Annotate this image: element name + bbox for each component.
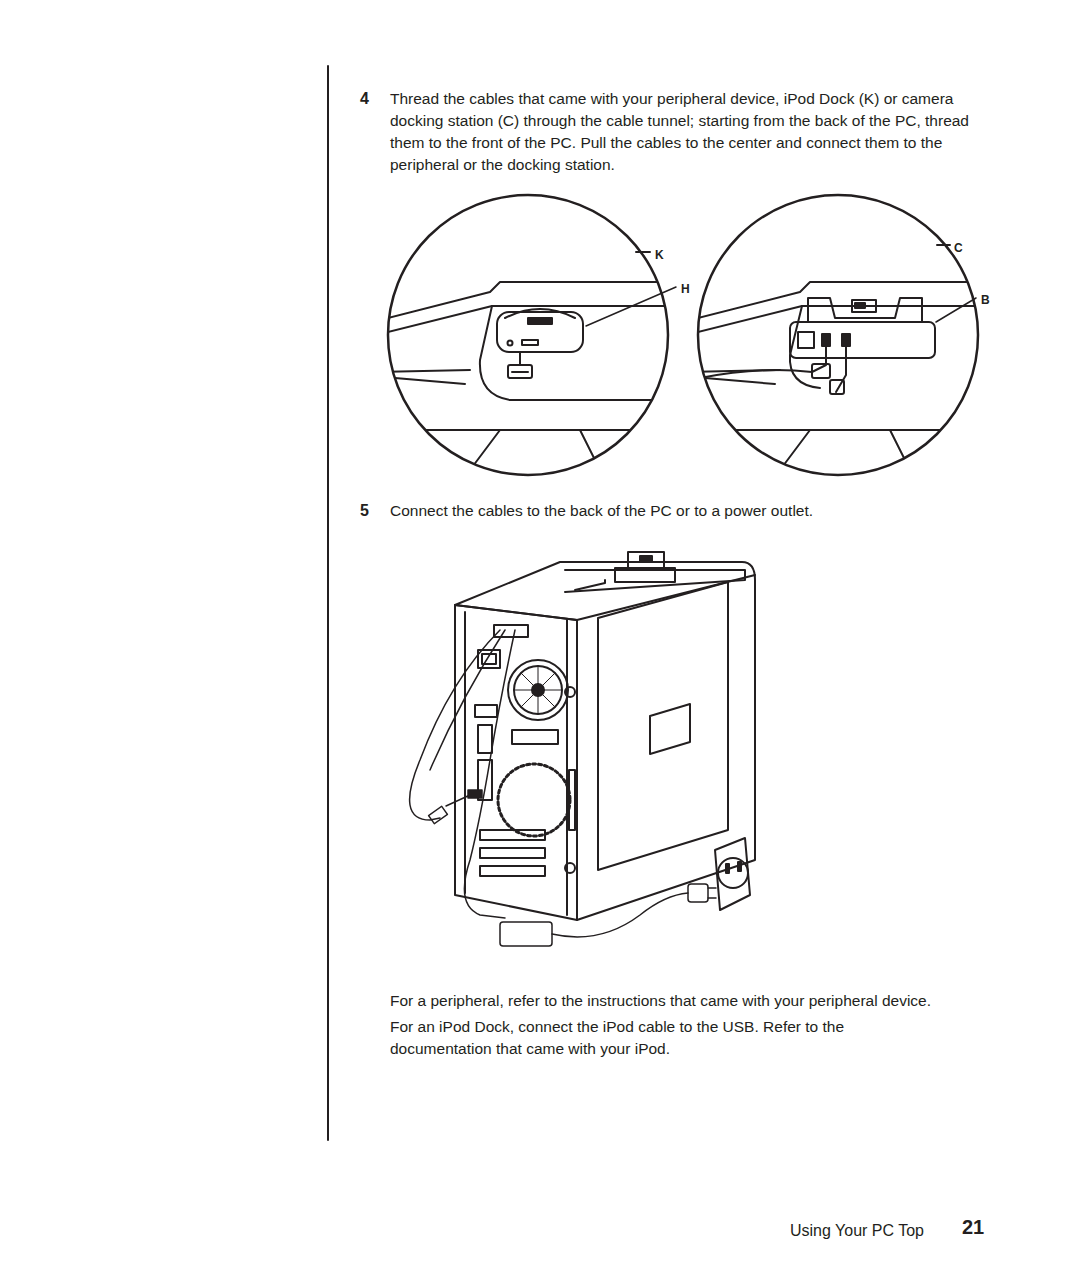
step-number: 5 [360,500,369,522]
ipod-dock-detail [380,282,700,470]
instruction-text: Thread the cables that came with your pe… [390,88,990,176]
instruction-text: Connect the cables to the back of the PC… [390,500,990,522]
callout-letter: H [681,278,690,300]
leader-line [586,287,676,326]
step-number: 4 [360,88,369,110]
leader-line [636,251,650,253]
page-number: 21 [962,1216,984,1238]
pc-tower [455,552,755,920]
leader-line [937,244,950,246]
callout-letter: K [655,244,664,266]
callout-letter: C [954,237,963,259]
power-outlet [715,838,750,910]
body-text: For a peripheral, refer to the instructi… [390,990,1030,1012]
cable [410,630,716,946]
leader-line [936,298,976,322]
callout-letter: B [981,289,990,311]
camera-dock-detail [690,282,1000,470]
margin-rule [327,66,329,1140]
body-text: For an iPod Dock, connect the iPod cable… [390,1016,900,1060]
footer-text: Using Your PC Top [790,1220,950,1242]
